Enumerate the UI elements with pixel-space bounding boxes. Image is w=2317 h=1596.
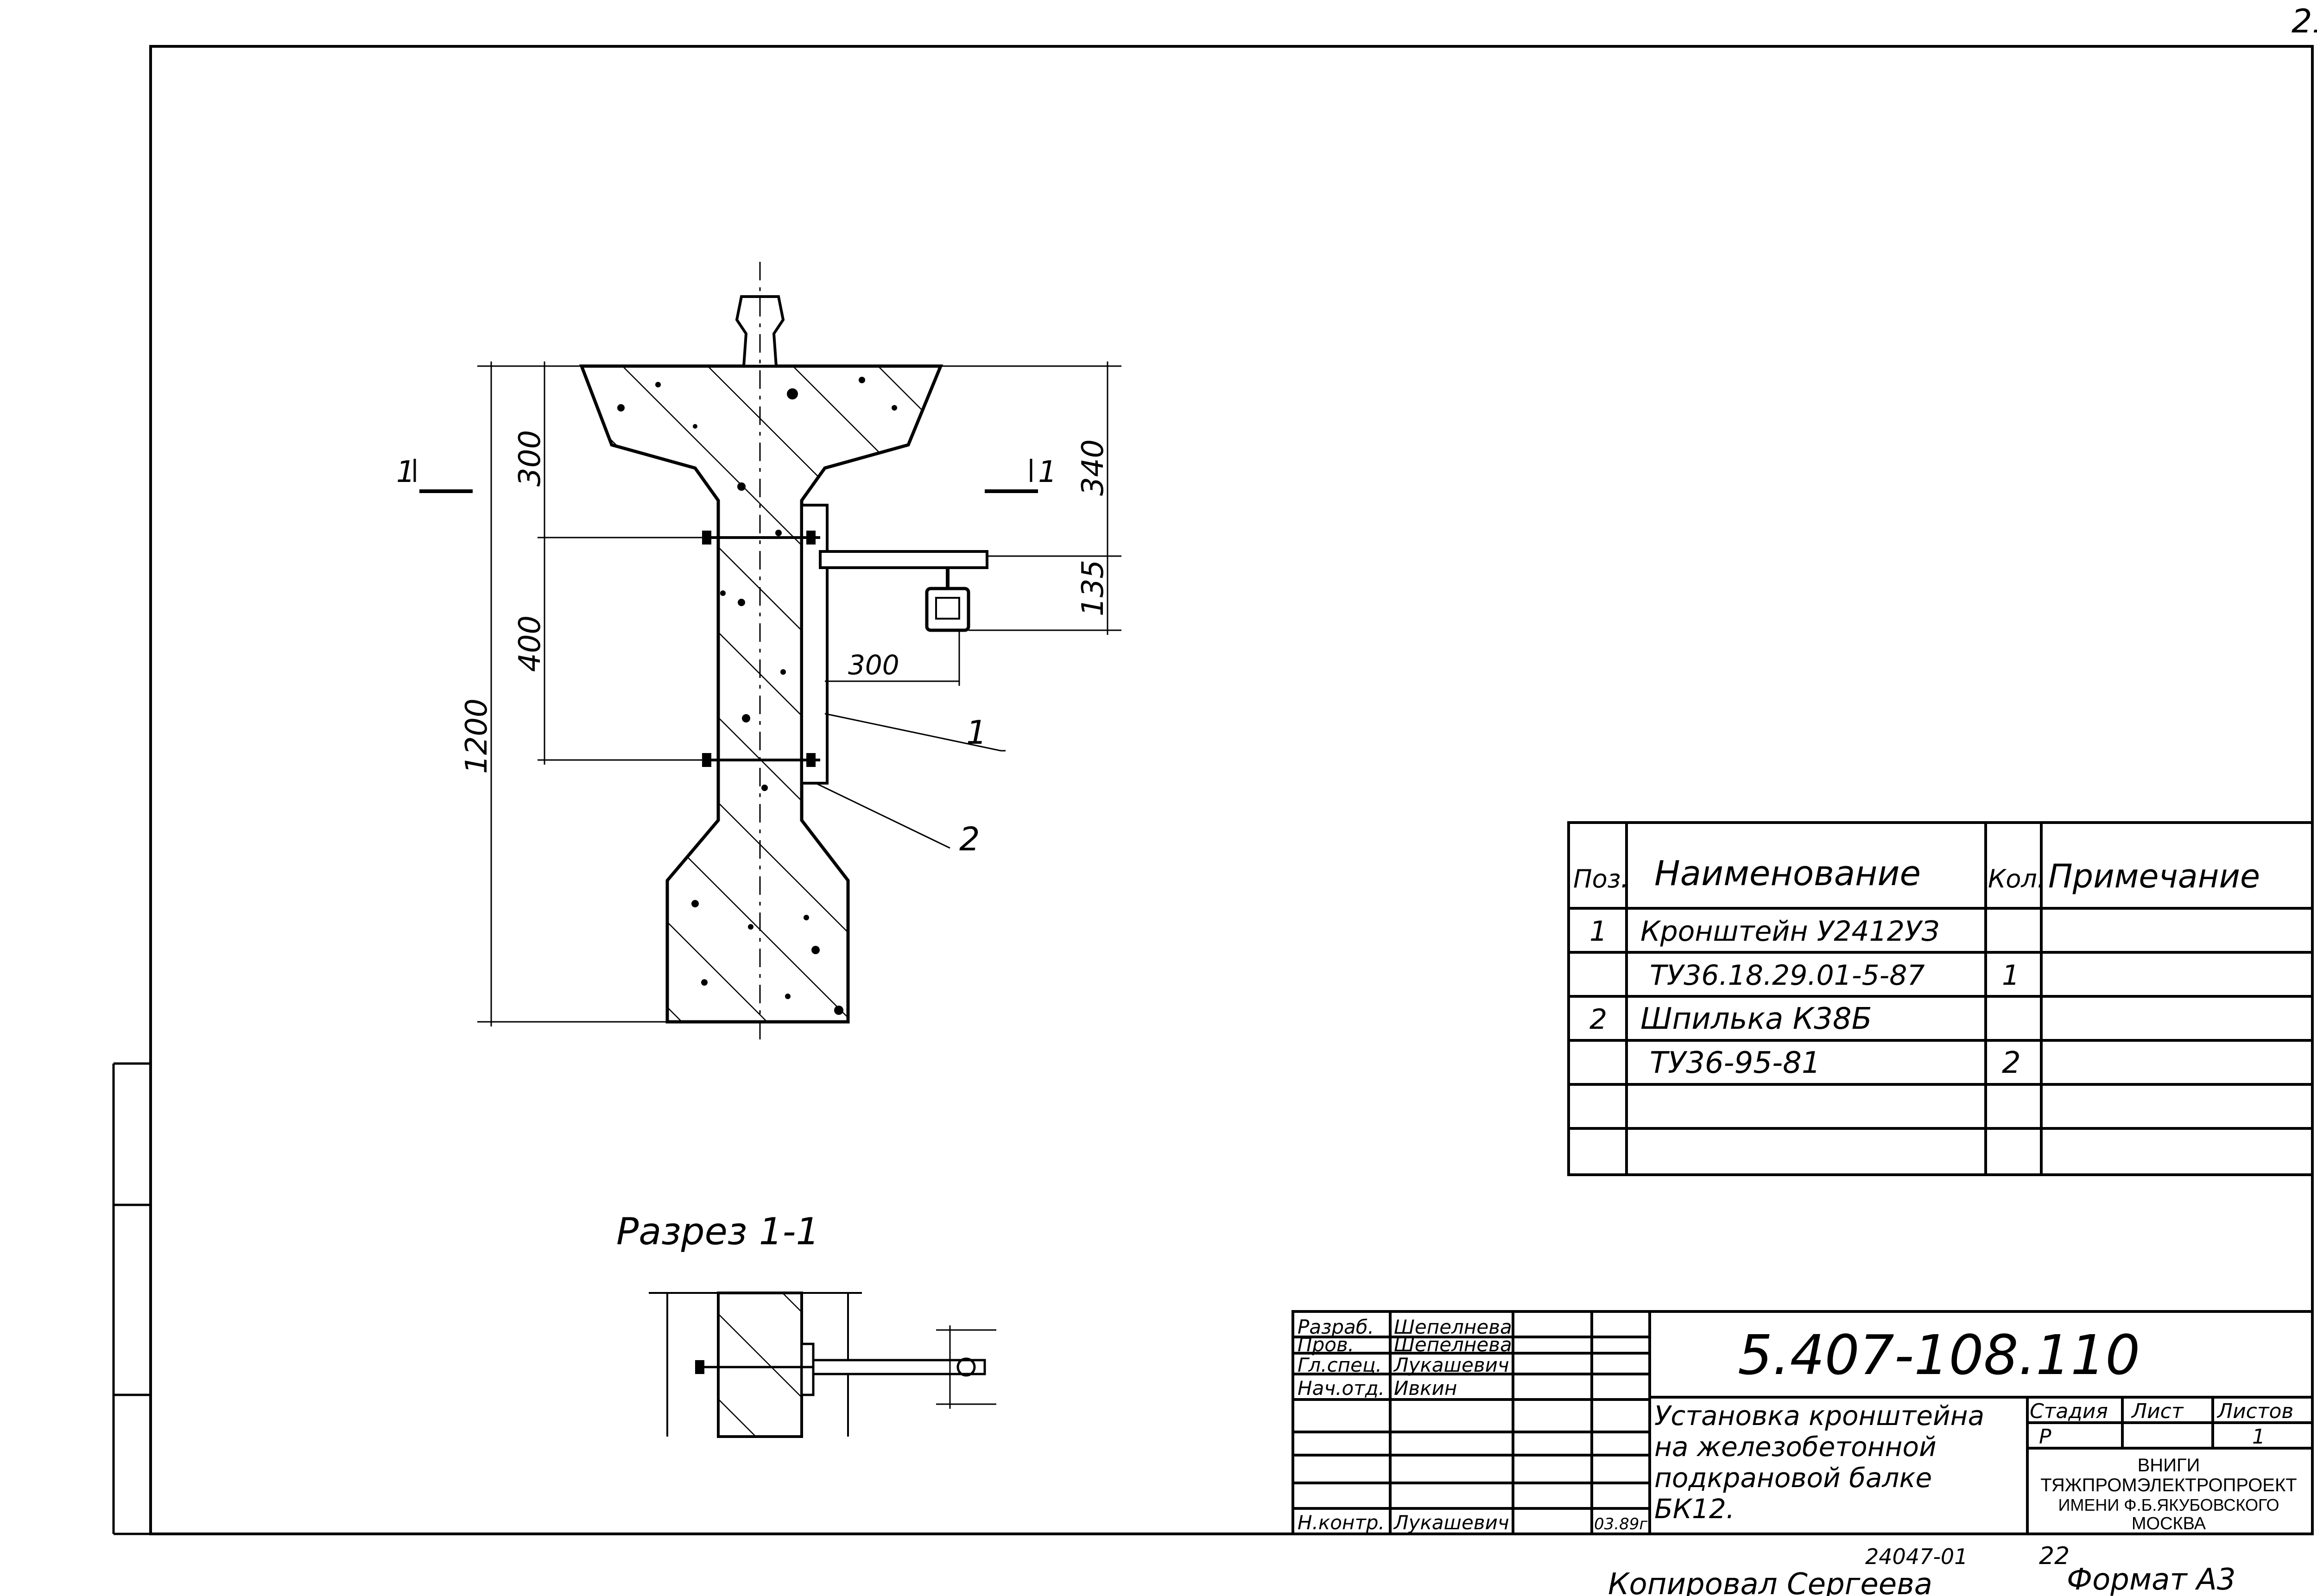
dim-135: 135 (1076, 560, 1110, 616)
copied-by: Копировал Сергеева (1608, 1567, 1932, 1596)
stud-2 (702, 531, 820, 767)
title-block: Разраб. Шепелнева Пров. Шепелнева Гл.спе… (1298, 1316, 2297, 1534)
callout-2: 2 (959, 820, 980, 858)
spec-row-3-name: Шпилька К38Б (1640, 1002, 1872, 1036)
org-line-2: ТЯЖПРОМЭЛЕКТРОПРОЕКТ (2040, 1475, 2297, 1495)
bracket-1 (800, 504, 988, 785)
signer-1-name: Шепелнева (1394, 1316, 1512, 1338)
sheet-border (149, 45, 2314, 1535)
section-title: Разрез 1-1 (616, 1210, 819, 1253)
spec-row-1-pos: 1 (1589, 915, 1607, 948)
binding-strip (112, 1062, 151, 1535)
drawing-title-line-4: БК12. (1654, 1493, 1735, 1525)
signer-5-name: Лукашевич (1393, 1511, 1509, 1534)
drawing-title-line-1: Установка кронштейна (1654, 1400, 1984, 1431)
approval-date: 03.89г. (1594, 1515, 1652, 1533)
sheet-format: Формат А3 (2067, 1563, 2236, 1596)
spec-header-name: Наименование (1654, 854, 1921, 893)
page-number: 22 (2039, 1542, 2070, 1570)
spec-row-2-name: ТУ36.18.29.01-5-87 (1650, 959, 1925, 992)
spec-row-4-qty: 2 (2002, 1046, 2021, 1080)
beam-section (579, 262, 943, 1040)
signer-4-name: Ивкин (1394, 1377, 1457, 1400)
sheets-header: Листов (2216, 1400, 2293, 1423)
spec-table: Поз. Наименование Кол. Примечание 1 Крон… (1573, 854, 2260, 1080)
drawing-title-line-2: на железобетонной (1654, 1431, 1937, 1463)
signer-3-name: Лукашевич (1393, 1354, 1509, 1376)
dim-300-top: 300 (513, 430, 547, 487)
signer-2-role: Пров. (1298, 1333, 1354, 1356)
spec-row-4-name: ТУ36-95-81 (1650, 1046, 1821, 1080)
org-line-1: ВНИГИ (2138, 1455, 2200, 1476)
signer-4-role: Нач.отд. (1298, 1377, 1385, 1400)
dimension-lines (477, 361, 1121, 1026)
document-code: 5.407-108.110 (1738, 1323, 2140, 1387)
signer-2-name: Шепелнева (1394, 1333, 1512, 1356)
spec-table-grid (1567, 821, 2314, 1176)
spec-row-3-pos: 2 (1589, 1003, 1607, 1036)
dim-340: 340 (1076, 439, 1110, 496)
title-block-grid (1291, 1310, 2314, 1535)
section-mark-left (413, 459, 473, 493)
drawing-title-line-3: подкрановой балке (1654, 1462, 1932, 1494)
dim-300-horiz: 300 (848, 649, 899, 681)
dim-1200: 1200 (460, 698, 494, 774)
stage-header: Стадия (2030, 1400, 2108, 1423)
org-line-4: МОСКВА (2132, 1514, 2206, 1533)
signer-1-role: Разраб. (1298, 1316, 1374, 1338)
sheets-value: 1 (2252, 1425, 2265, 1449)
org-line-3: ИМЕНИ Ф.Б.ЯКУБОВСКОГО (2058, 1495, 2279, 1514)
sheet-number-top: 21 (2292, 2, 2317, 40)
crane-rail (735, 295, 785, 367)
section-mark-right (985, 459, 1038, 493)
concrete-aggregate (617, 377, 897, 1015)
section-1-1-view (649, 1292, 996, 1438)
callout-1: 1 (966, 714, 987, 752)
stage-value: Р (2039, 1425, 2051, 1449)
spec-header-pos: Поз. (1573, 864, 1629, 893)
spec-header-qty: Кол. (1988, 864, 2045, 893)
sheet-header: Лист (2131, 1400, 2184, 1423)
signer-5-role: Н.контр. (1298, 1511, 1385, 1534)
dim-400: 400 (513, 615, 547, 672)
spec-header-note: Примечание (2048, 857, 2260, 895)
beam-outline (579, 364, 943, 1024)
signer-3-role: Гл.спец. (1298, 1354, 1382, 1376)
section-mark-left-label: 1 (396, 455, 415, 489)
section-mark-right-label: 1 (1038, 455, 1057, 489)
spec-row-2-qty: 1 (2002, 959, 2019, 992)
spec-row-1-name: Кронштейн У2412УЗ (1640, 915, 1939, 948)
archive-number: 24047-01 (1865, 1544, 1968, 1569)
